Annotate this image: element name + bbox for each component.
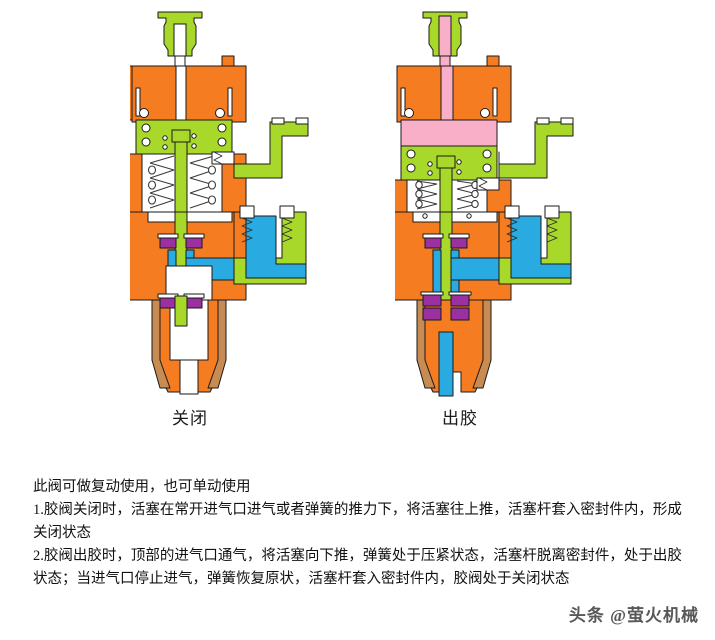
caption-closed: 关闭 [172,409,208,428]
valve-upper-body-closed [130,55,247,123]
upper-air-elbow-closed [211,117,309,179]
glue-inlet-elbow-closed [233,205,307,285]
valve-diagram-closed [130,0,380,400]
valve-diagram-area [130,0,645,400]
top-air-port-closed [157,11,203,67]
valve-cross-section-dispensing [395,11,574,397]
valve-upper-body-dispensing [396,55,512,123]
spring-compressed [415,180,479,210]
nozzle-closed [151,265,227,395]
top-air-port-dispensing [422,11,468,69]
upper-seal-pack-dispensing [422,233,470,249]
spring-extended [147,155,217,209]
valve-cross-section-closed [130,11,309,395]
description-intro: 此阀可做复动使用，也可单动使用 [33,479,251,495]
description-item-2: 2.胶阀出胶时，顶部的进气口通气，将活塞向下推，弹簧处于压紧状态，活塞杆脱离密封… [33,548,682,587]
glue-inlet-elbow-dispensing [498,205,572,285]
lower-seal-pack-dispensing [420,291,472,321]
upper-seal-pack-closed [157,233,205,249]
watermark: 头条 @萤火机械 [568,606,699,625]
valve-diagram-dispensing [395,0,645,400]
description-item-1: 1.胶阀关闭时，活塞在常开进气口进气或者弹簧的推力下，将活塞往上推，活塞杆套入密… [33,502,682,541]
lower-seal-pack-closed [157,293,205,327]
caption-row: 关闭 出胶 [0,404,715,452]
nozzle-dispensing [416,299,492,397]
description-block: 此阀可做复动使用，也可单动使用 1.胶阀关闭时，活塞在常开进气口进气或者弹簧的推… [33,476,688,591]
upper-air-elbow-dispensing [476,117,574,191]
air-chamber-dispensing [400,108,498,147]
caption-dispensing: 出胶 [442,409,478,428]
